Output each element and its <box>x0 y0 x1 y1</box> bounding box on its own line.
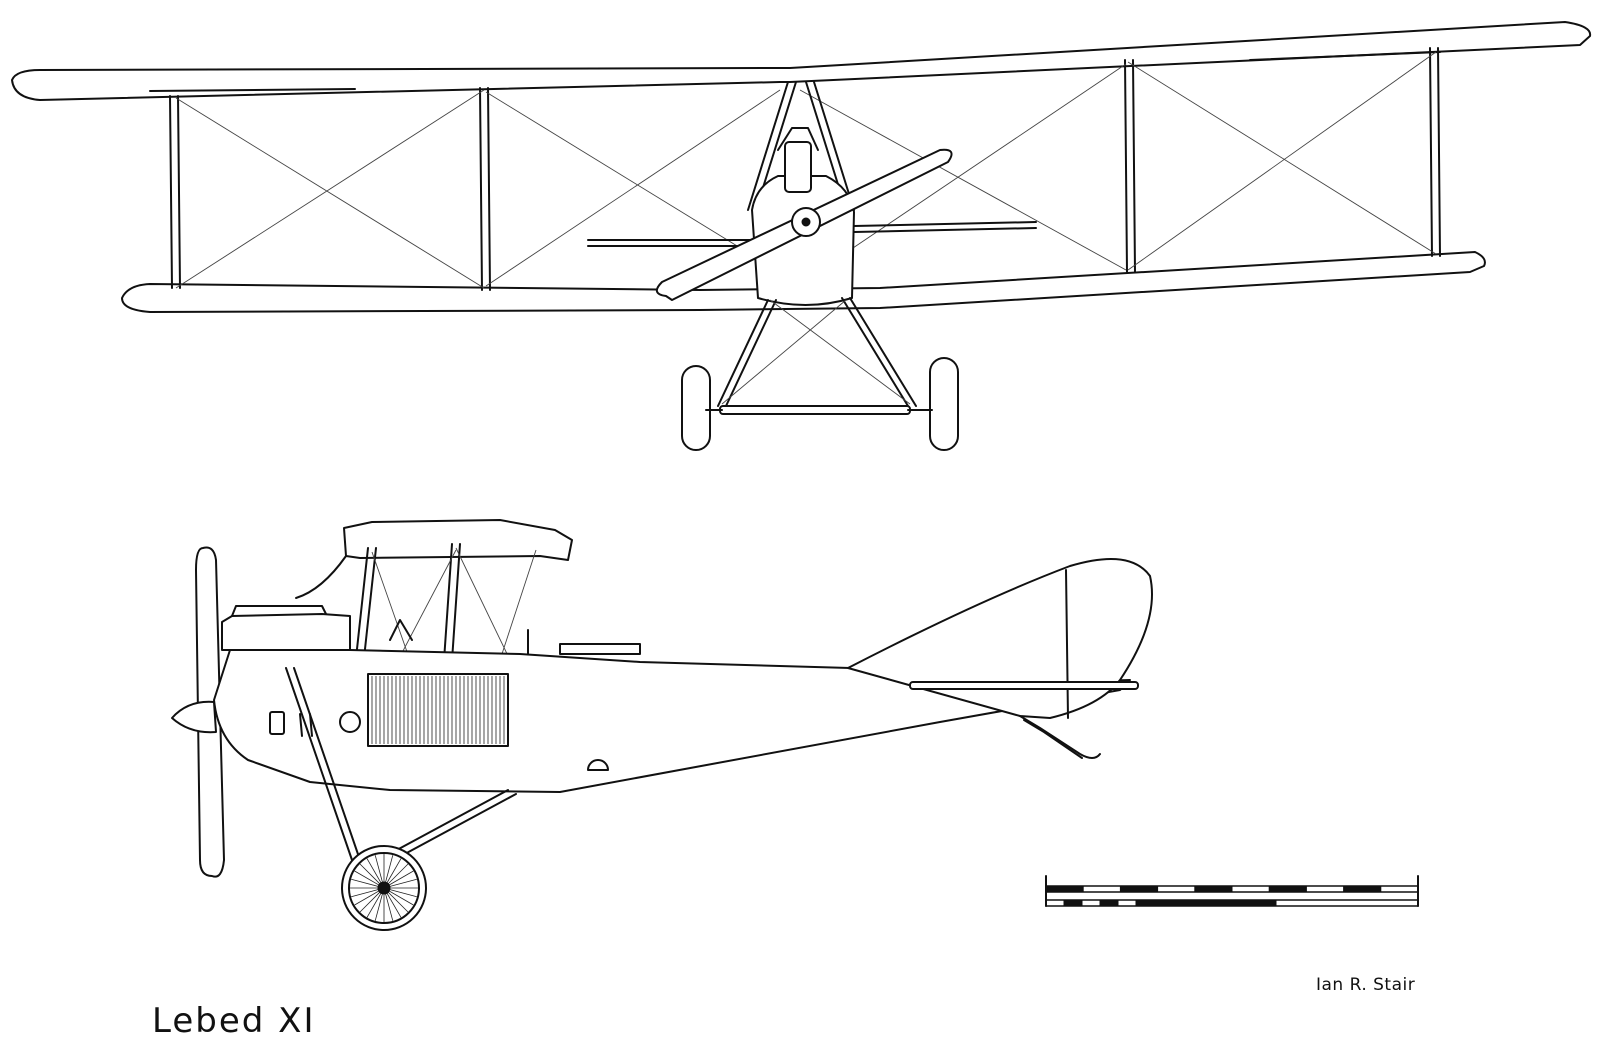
undercarriage-side <box>285 667 517 931</box>
upper-wing-side <box>343 519 573 561</box>
propeller-front <box>655 148 953 301</box>
scale-bar <box>1045 875 1419 907</box>
engine-side <box>367 673 509 747</box>
author-credit: Ian R. Stair <box>1316 975 1415 995</box>
undercarriage-front <box>681 297 959 451</box>
side-view <box>171 519 1153 931</box>
upper-wing <box>11 21 1592 101</box>
front-view <box>11 21 1592 451</box>
drawing-title: Lebed XI <box>152 1001 315 1041</box>
lower-wing <box>121 251 1486 313</box>
fin-rudder <box>847 557 1153 719</box>
interplane-struts <box>169 47 1441 291</box>
bracing-wires <box>175 51 1437 289</box>
